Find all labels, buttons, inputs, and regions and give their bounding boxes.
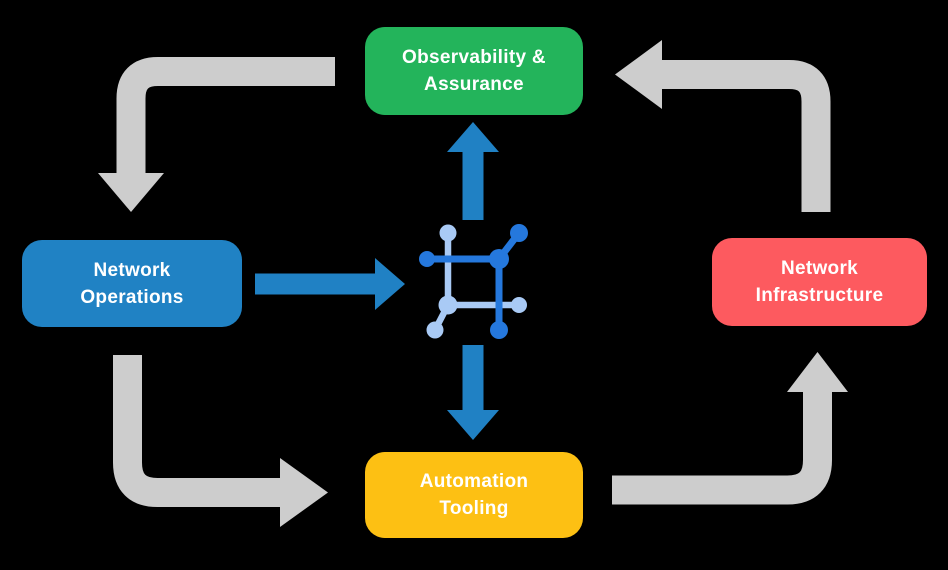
node-network-operations: Network Operations: [22, 240, 242, 327]
node-label: Automation Tooling: [419, 471, 529, 519]
blue-arrow-center-to-observability: [447, 122, 499, 220]
node-label: Network Operations: [80, 259, 184, 308]
node-network-infrastructure: Network Infrastructure: [712, 238, 927, 326]
cycle-arrow-operations-to-automation: [113, 355, 328, 527]
icon-node-dot: [511, 297, 527, 313]
node-automation-tooling: Automation Tooling: [365, 452, 583, 538]
icon-node-dot: [490, 321, 508, 339]
icon-node-dot: [419, 251, 435, 267]
cycle-arrow-automation-to-infrastructure: [612, 352, 848, 505]
blue-arrow-center-to-automation: [447, 345, 499, 440]
arrow-head: [98, 173, 164, 212]
icon-node-dot: [489, 249, 509, 269]
icon-node-dot: [438, 295, 458, 315]
arrow-head: [447, 122, 499, 152]
node-observability-assurance: Observability & Assurance: [365, 27, 583, 115]
arrow-head: [280, 458, 328, 527]
cycle-arrow-observability-to-operations: [98, 57, 335, 212]
blue-arrow-operations-to-center: [255, 258, 405, 310]
arrow-shaft: [113, 355, 282, 507]
icon-node-dot: [426, 321, 444, 339]
icon-node-dot: [439, 224, 457, 242]
arrow-shaft: [660, 60, 831, 212]
arrow-head: [615, 40, 662, 109]
arrow-shaft: [116, 57, 335, 176]
arrow-head: [787, 352, 848, 392]
arrow-head: [375, 258, 405, 310]
arrow-head: [447, 410, 499, 440]
node-label: Observability & Assurance: [402, 47, 546, 95]
arrow-shaft: [612, 390, 832, 505]
network-platform-icon: [419, 224, 528, 339]
cycle-arrow-infrastructure-to-observability: [615, 40, 831, 212]
icon-node-dot: [510, 224, 528, 242]
node-label: Network Infrastructure: [755, 258, 884, 306]
